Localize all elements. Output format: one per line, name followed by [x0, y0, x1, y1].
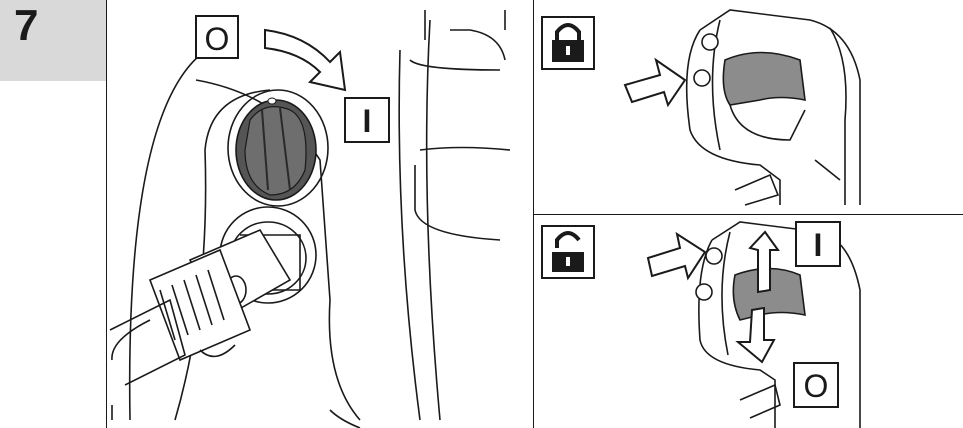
hose-connector — [110, 207, 316, 385]
on-symbol-box-left: I — [345, 98, 389, 142]
padlock-closed-icon — [542, 17, 594, 69]
off-symbol-text-right: O — [804, 368, 829, 404]
on-symbol-text-left: I — [363, 103, 372, 139]
on-symbol-text-right: I — [814, 227, 823, 263]
off-symbol-text-left: O — [205, 21, 230, 57]
off-symbol-box-left: O — [196, 16, 238, 58]
off-symbol-box-right: O — [794, 363, 838, 407]
machine-body-illustration — [112, 10, 510, 428]
push-arrow-bottom — [648, 234, 705, 278]
rotation-arrow — [265, 30, 345, 90]
padlock-open-icon — [542, 226, 594, 278]
on-symbol-box-right: I — [796, 222, 840, 266]
rotary-switch-knob — [228, 90, 328, 206]
trigger-handle-locked — [687, 10, 860, 205]
push-arrow-top — [625, 60, 685, 105]
